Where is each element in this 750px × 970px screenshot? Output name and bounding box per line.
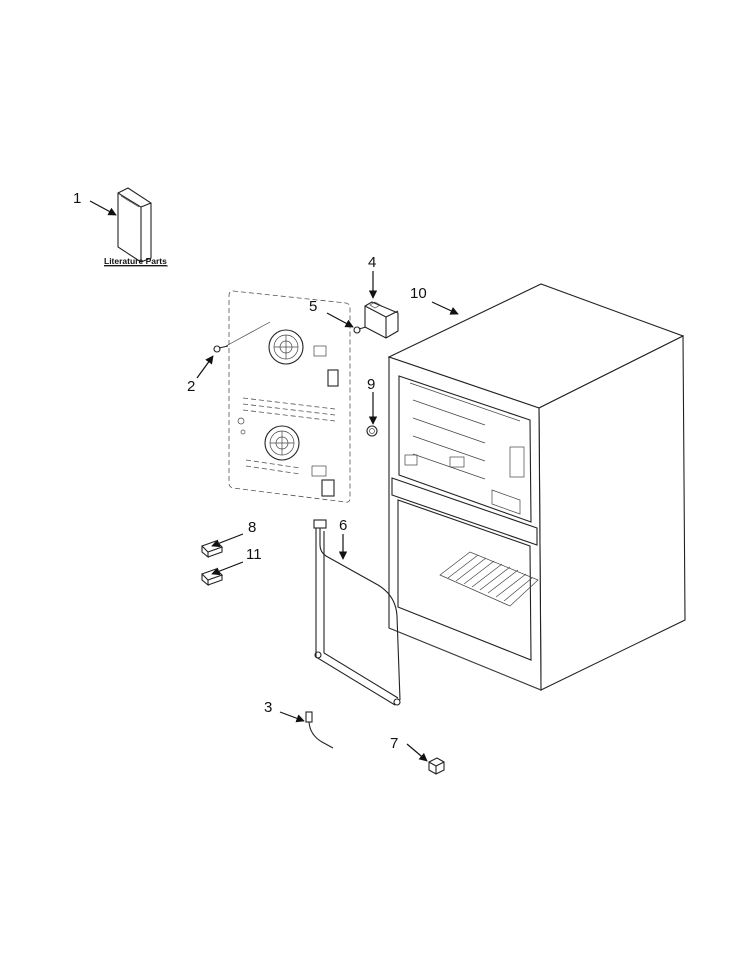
literature-booklet[interactable] bbox=[117, 187, 152, 263]
thermistor-sensor[interactable] bbox=[305, 711, 334, 749]
callout-1: 1 bbox=[73, 190, 81, 207]
grommet[interactable] bbox=[366, 425, 378, 437]
refrigerator-cabinet[interactable] bbox=[387, 283, 686, 691]
lower-fan bbox=[264, 425, 300, 461]
callout-5: 5 bbox=[309, 298, 317, 315]
callout-4: 4 bbox=[368, 254, 376, 271]
heater-tube-frame[interactable] bbox=[313, 519, 401, 706]
panel-screw[interactable] bbox=[213, 321, 271, 353]
upper-fan bbox=[268, 329, 304, 365]
callout-2: 2 bbox=[187, 378, 195, 395]
wire-connector[interactable] bbox=[428, 757, 445, 775]
control-housing[interactable] bbox=[364, 301, 399, 339]
rear-access-panel[interactable] bbox=[228, 290, 351, 503]
callout-10: 10 bbox=[410, 285, 427, 302]
callout-9: 9 bbox=[367, 376, 375, 393]
callout-6: 6 bbox=[339, 517, 347, 534]
callout-8: 8 bbox=[248, 519, 256, 536]
callout-3: 3 bbox=[264, 699, 272, 716]
screw-5[interactable] bbox=[353, 326, 367, 334]
callout-7: 7 bbox=[390, 735, 398, 752]
callout-11: 11 bbox=[246, 546, 262, 563]
literature-parts-label: Literature Parts bbox=[104, 256, 167, 266]
